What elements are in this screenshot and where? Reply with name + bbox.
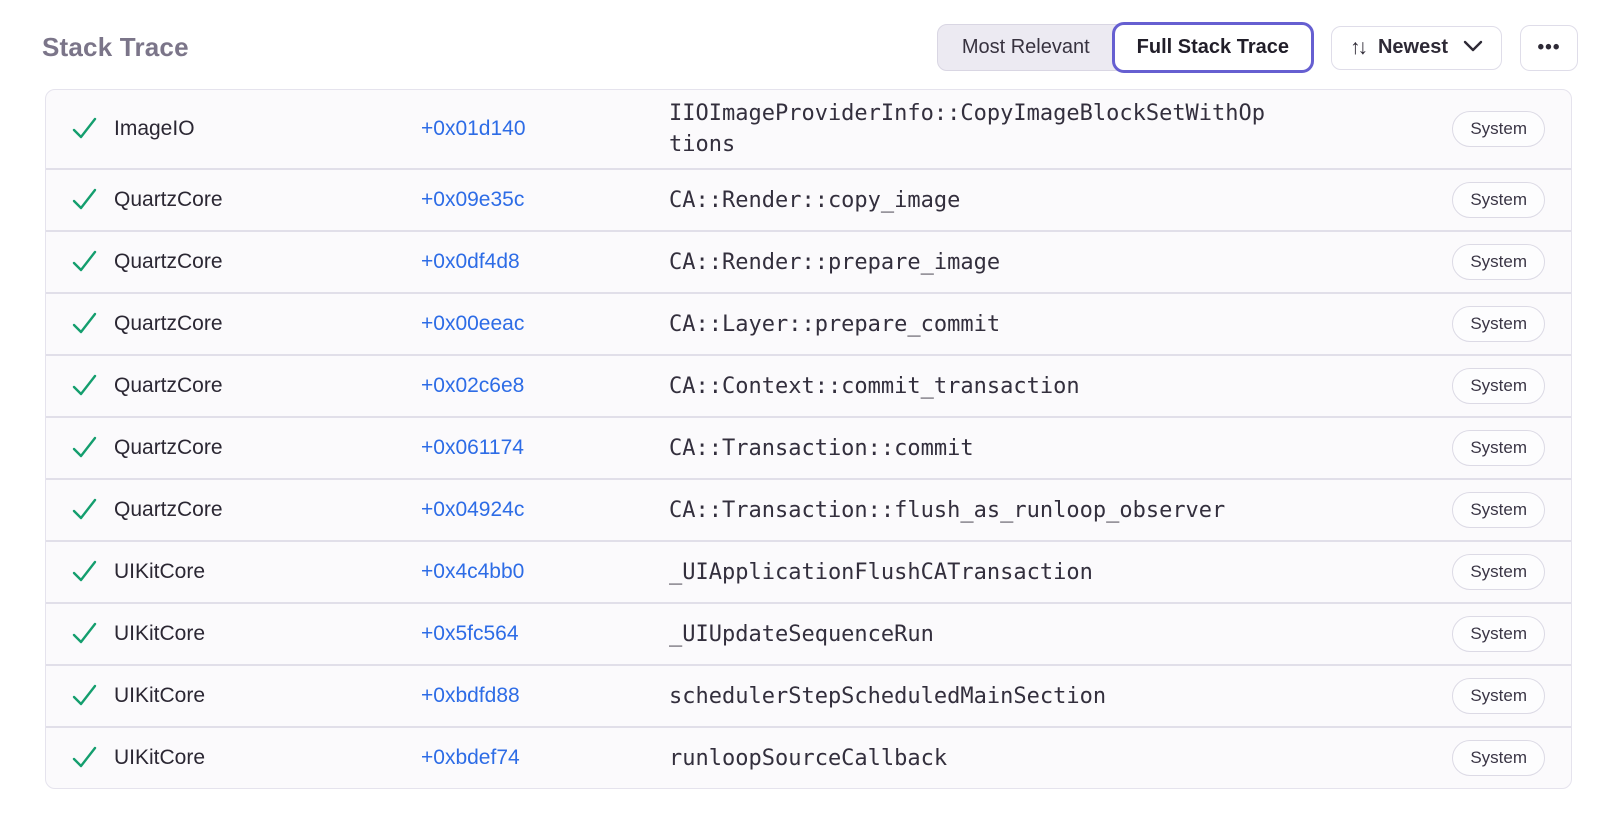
module-name: QuartzCore: [114, 312, 223, 336]
module-name: UIKitCore: [114, 622, 206, 646]
check-icon: [71, 311, 98, 337]
function-name: CA::Context::commit_transaction: [669, 373, 1080, 399]
stack-frame-row[interactable]: QuartzCore +0x061174 CA::Transaction::co…: [46, 416, 1571, 478]
frame-offset-link[interactable]: +0x061174: [421, 436, 524, 460]
stack-frame-row[interactable]: QuartzCore +0x09e35c CA::Render::copy_im…: [46, 168, 1571, 230]
system-badge: System: [1452, 678, 1545, 715]
frame-offset-link[interactable]: +0x4c4bb0: [421, 560, 525, 584]
frame-offset-link[interactable]: +0x0df4d8: [421, 250, 520, 274]
stack-frame-row[interactable]: UIKitCore +0x5fc564 _UIUpdateSequenceRun…: [46, 602, 1571, 664]
sort-arrows-icon: ↑↓: [1349, 35, 1368, 59]
frame-offset-link[interactable]: +0xbdef74: [421, 746, 520, 770]
function-name: CA::Transaction::flush_as_runloop_observ…: [669, 497, 1226, 523]
frame-offset-link[interactable]: +0x02c6e8: [421, 374, 525, 398]
check-icon: [71, 559, 98, 585]
segmented-view-toggle: Most Relevant Full Stack Trace: [936, 22, 1314, 73]
module-name: QuartzCore: [114, 436, 223, 460]
frame-offset-link[interactable]: +0x5fc564: [421, 622, 519, 646]
chevron-down-icon: [1463, 36, 1483, 59]
check-icon: [71, 116, 98, 142]
sort-button[interactable]: ↑↓ Newest: [1330, 25, 1502, 70]
system-badge: System: [1452, 430, 1545, 467]
module-name: ImageIO: [114, 117, 195, 141]
function-name: _UIApplicationFlushCATransaction: [669, 559, 1093, 585]
more-button[interactable]: •••: [1520, 24, 1578, 71]
function-name: CA::Transaction::commit: [669, 435, 974, 461]
system-badge: System: [1452, 306, 1545, 343]
system-badge: System: [1452, 182, 1545, 219]
stack-frame-row[interactable]: ImageIO +0x01d140 IIOImageProviderInfo::…: [46, 90, 1571, 168]
system-badge: System: [1452, 554, 1545, 591]
module-name: UIKitCore: [114, 746, 206, 770]
system-badge: System: [1452, 244, 1545, 281]
stack-trace-table: ImageIO +0x01d140 IIOImageProviderInfo::…: [45, 89, 1572, 790]
check-icon: [71, 621, 98, 647]
system-badge: System: [1452, 368, 1545, 405]
function-name: CA::Render::copy_image: [669, 187, 961, 213]
function-name: _UIUpdateSequenceRun: [669, 621, 934, 647]
frame-offset-link[interactable]: +0x09e35c: [421, 188, 525, 212]
stack-frame-row[interactable]: QuartzCore +0x0df4d8 CA::Render::prepare…: [46, 230, 1571, 292]
function-name: runloopSourceCallback: [669, 745, 948, 771]
system-badge: System: [1452, 616, 1545, 653]
module-name: QuartzCore: [114, 188, 223, 212]
check-icon: [71, 249, 98, 275]
check-icon: [71, 435, 98, 461]
check-icon: [71, 497, 98, 523]
function-name: CA::Render::prepare_image: [669, 249, 1001, 275]
stack-trace-header: Stack Trace Most Relevant Full Stack Tra…: [0, 0, 1614, 89]
frame-offset-link[interactable]: +0x00eeac: [421, 312, 525, 336]
frame-offset-link[interactable]: +0xbdfd88: [421, 684, 520, 708]
stack-frame-row[interactable]: QuartzCore +0x02c6e8 CA::Context::commit…: [46, 354, 1571, 416]
sort-label: Newest: [1377, 36, 1448, 58]
module-name: UIKitCore: [114, 560, 206, 584]
check-icon: [71, 187, 98, 213]
function-name: CA::Layer::prepare_commit: [669, 311, 1001, 337]
frame-offset-link[interactable]: +0x01d140: [421, 117, 526, 141]
system-badge: System: [1452, 492, 1545, 529]
stack-frame-row[interactable]: UIKitCore +0x4c4bb0 _UIApplicationFlushC…: [46, 540, 1571, 602]
stack-frame-row[interactable]: QuartzCore +0x04924c CA::Transaction::fl…: [46, 478, 1571, 540]
page-title: Stack Trace: [42, 32, 189, 62]
module-name: UIKitCore: [114, 684, 206, 708]
module-name: QuartzCore: [114, 498, 223, 522]
frame-offset-link[interactable]: +0x04924c: [421, 498, 525, 522]
function-name: schedulerStepScheduledMainSection: [669, 683, 1107, 709]
system-badge: System: [1452, 111, 1545, 148]
check-icon: [71, 745, 98, 771]
ellipsis-icon: •••: [1537, 36, 1561, 58]
module-name: QuartzCore: [114, 374, 223, 398]
toggle-most-relevant[interactable]: Most Relevant: [961, 36, 1090, 58]
system-badge: System: [1452, 740, 1545, 777]
stack-frame-row[interactable]: QuartzCore +0x00eeac CA::Layer::prepare_…: [46, 292, 1571, 354]
function-name: IIOImageProviderInfo::CopyImageBlockSetW…: [669, 101, 1266, 158]
header-controls: Most Relevant Full Stack Trace ↑↓ Newest…: [936, 22, 1578, 73]
check-icon: [71, 683, 98, 709]
toggle-full-stack-trace[interactable]: Full Stack Trace: [1111, 22, 1314, 73]
stack-frame-row[interactable]: UIKitCore +0xbdfd88 schedulerStepSchedul…: [46, 664, 1571, 726]
check-icon: [71, 373, 98, 399]
module-name: QuartzCore: [114, 250, 223, 274]
stack-frame-row[interactable]: UIKitCore +0xbdef74 runloopSourceCallbac…: [46, 726, 1571, 788]
